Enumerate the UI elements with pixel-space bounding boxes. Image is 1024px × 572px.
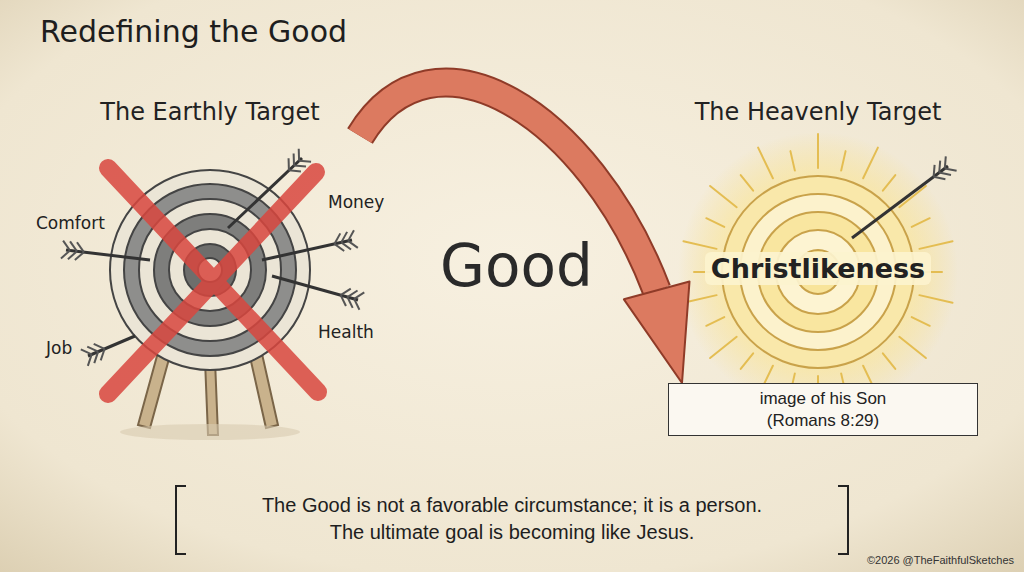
glow-ray [899,337,926,358]
arrow-fletch [75,252,84,260]
arrow-shaft [262,240,352,260]
earthly-target: The Earthly Target [60,92,360,437]
arrow-fletch [945,168,957,170]
heavenly-arrow [852,156,957,238]
arrow-fletch [94,344,105,349]
arrow-fletch [298,149,300,161]
glow-ray [899,186,926,207]
arrow-fletch [294,166,306,167]
arrow-fletch [341,289,351,296]
arrow-fletch [77,242,84,252]
target-label: Comfort [36,213,105,233]
cross-out-mark [108,168,318,394]
heavenly-target: The Heavenly TargetChristlikeness [693,92,943,382]
caption-brackets [176,486,848,554]
glow-ray [841,151,845,170]
arrow-fletch [288,158,290,170]
glow-ray [912,218,930,227]
arrow-fletch [289,170,301,171]
curved-connector [360,83,690,383]
arrow-fletch [347,291,357,298]
glow-ray [706,317,724,326]
arrow-shaft [66,250,150,260]
arrow-fletch [101,349,105,360]
arrow-fletch [347,297,352,308]
arrow-fletch [61,250,70,258]
arrow-fletch [939,161,940,173]
goal-word: Christlikeness [705,252,931,285]
verse-box: image of his Son (Romans 8:29) [668,383,978,436]
glow-ray [919,295,952,303]
target-glow [678,132,958,412]
arrow-fletch [354,299,359,310]
arrow-fletch [87,347,98,352]
glow-ray [883,353,895,369]
arrow-shaft [272,276,358,300]
arrow-fletch [341,295,346,306]
arrow-fletch [934,177,946,179]
glow-ray [710,186,737,207]
target-label: Health [318,322,374,342]
target-label: Money [328,192,384,212]
glow-ray [741,175,753,191]
arrow-fletch [341,232,347,243]
glow-ray [817,134,819,168]
glow-ray [758,148,773,179]
arrow-shaft [88,336,135,356]
arrow-fletch [70,241,77,251]
glow-ray [790,151,794,170]
shadow [120,424,300,440]
glow-ray [710,337,737,358]
arrow-fletch [354,292,364,299]
arrow-fletch [341,242,351,249]
caption-text: The Good is not a favorable circumstance… [253,492,771,546]
glow-ray [919,241,952,249]
diagram-title: Redefining the Good [40,14,347,49]
glow-ray [706,218,724,227]
arrow-fletch [945,156,946,168]
target-label: Job [46,338,72,358]
arrow-fletch [63,241,70,251]
glow-ray [912,317,930,326]
arrow-head [624,281,690,383]
glow-ray [683,241,716,249]
arrow-shaft [852,166,948,238]
verse-text: image of his Son (Romans 8:29) [733,388,913,431]
glow-ray [741,353,753,369]
arrow-fletch [81,349,92,354]
arrow-fletch [94,352,98,363]
copyright-note: ©2026 @TheFaithfulSketches [867,554,1014,566]
arrow-fletch [334,244,344,251]
arrow-fletch [299,161,311,162]
glow-ray [863,148,878,179]
arrow-fletch [348,241,358,248]
arrow-fletch [68,251,77,259]
connector-label: Good [440,232,593,300]
arrow-fletch [939,173,951,175]
arrow-fletch [293,154,295,166]
arrow-fletch [934,165,935,177]
arrow-fletch [348,230,354,241]
target-heading: The Earthly Target [60,98,360,126]
arrow-fletch [88,354,92,365]
glow-ray [883,175,895,191]
glow-rays [683,134,952,410]
arrow-fletch [334,233,340,244]
target-heading: The Heavenly Target [693,98,943,126]
